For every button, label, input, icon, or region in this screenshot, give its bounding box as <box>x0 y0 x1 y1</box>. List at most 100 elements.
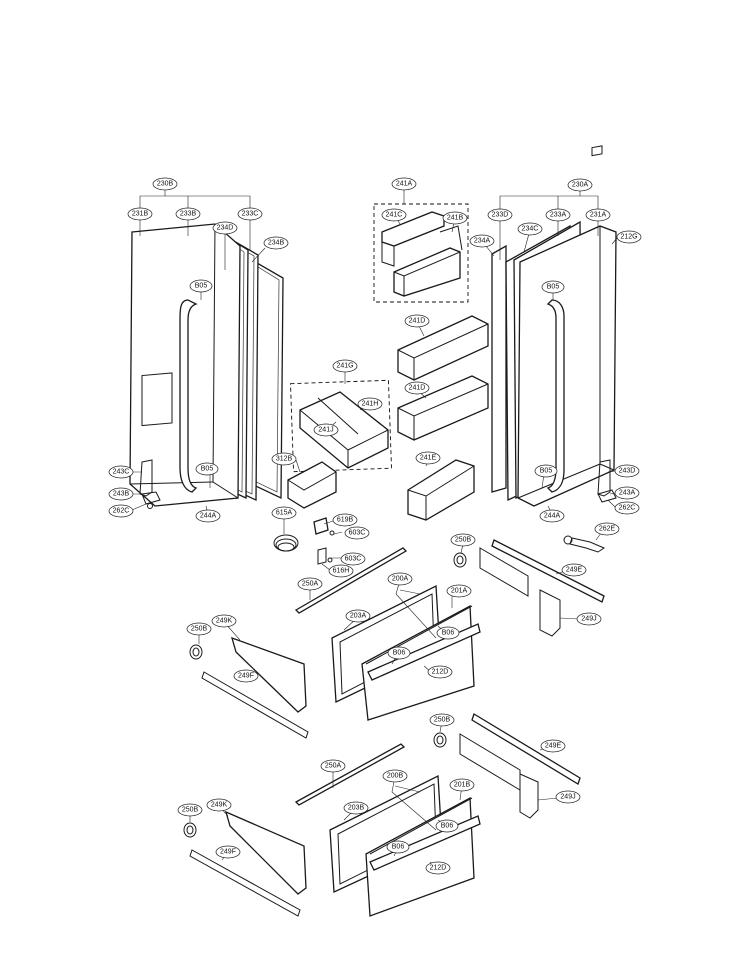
label-249E-upper: 249E <box>561 563 587 577</box>
label-244A-right: 244A <box>539 509 565 523</box>
label-212G: 212G <box>616 230 642 244</box>
svg-text:B06: B06 <box>392 844 405 851</box>
label-249F-lower: 249F <box>215 845 241 859</box>
label-249J-upper: 249J <box>576 612 602 626</box>
svg-text:241H: 241H <box>362 401 379 408</box>
tube-coil-615A <box>273 534 299 552</box>
label-B06-lower-a: B06 <box>435 819 459 833</box>
label-244A-left: 244A <box>195 509 221 523</box>
left-door-assembly <box>129 223 284 509</box>
svg-text:249J: 249J <box>560 794 575 801</box>
right-hinge-bracket <box>597 459 611 497</box>
valve-619B <box>313 517 329 535</box>
label-231A: 231A <box>585 208 611 222</box>
label-243B: 243B <box>108 487 134 501</box>
svg-text:262C: 262C <box>619 505 636 512</box>
svg-text:616H: 616H <box>333 568 350 575</box>
wrench-262E <box>569 537 606 553</box>
door-bin-241D-upper <box>397 315 489 381</box>
label-312B: 312B <box>271 452 297 466</box>
svg-text:B06: B06 <box>393 650 406 657</box>
rail-249E-lower <box>471 713 581 785</box>
svg-text:250A: 250A <box>325 763 342 770</box>
rail-249K-upper <box>231 636 307 713</box>
label-212D-lower: 212D <box>425 861 451 875</box>
label-233B: 233B <box>175 207 201 221</box>
label-250A-upper: 250A <box>297 577 323 591</box>
label-241B: 241B <box>442 211 468 225</box>
svg-text:243B: 243B <box>113 491 130 498</box>
svg-text:231A: 231A <box>590 212 607 219</box>
label-200B: 200B <box>382 769 408 783</box>
label-262C-left: 262C <box>108 504 134 518</box>
label-250B-lower-right: 250B <box>429 713 455 727</box>
svg-text:249K: 249K <box>216 618 233 625</box>
svg-text:250B: 250B <box>182 807 199 814</box>
label-B06-upper-b: B06 <box>387 646 411 660</box>
svg-text:249K: 249K <box>211 802 228 809</box>
svg-text:312B: 312B <box>276 456 293 463</box>
svg-text:243A: 243A <box>619 490 636 497</box>
label-241H: 241H <box>357 397 383 411</box>
svg-text:B05: B05 <box>195 283 208 290</box>
svg-text:262E: 262E <box>599 526 616 533</box>
label-B05-left-bottom: B05 <box>195 462 219 476</box>
svg-text:241A: 241A <box>396 181 413 188</box>
svg-text:250B: 250B <box>434 717 451 724</box>
label-241D-upper: 241D <box>404 314 430 328</box>
right-door-assembly <box>491 145 617 553</box>
svg-text:203B: 203B <box>348 805 365 812</box>
svg-text:241B: 241B <box>447 215 464 222</box>
label-243A: 243A <box>614 486 640 500</box>
label-243D: 243D <box>614 464 640 478</box>
svg-text:241C: 241C <box>386 212 403 219</box>
label-241J: 241J <box>313 423 339 437</box>
label-249J-lower: 249J <box>555 790 581 804</box>
svg-text:234C: 234C <box>522 226 539 233</box>
label-B05-right-top: B05 <box>541 280 565 294</box>
label-250A-lower: 250A <box>320 759 346 773</box>
svg-text:603C: 603C <box>345 556 362 563</box>
label-243C: 243C <box>108 465 134 479</box>
label-249K-upper: 249K <box>211 614 237 628</box>
label-231B: 231B <box>127 207 153 221</box>
right-door-handle <box>546 299 565 493</box>
svg-text:244A: 244A <box>544 513 561 520</box>
svg-text:233C: 233C <box>242 211 259 218</box>
label-203A: 203A <box>345 609 371 623</box>
upper-drawer-assembly <box>189 539 605 739</box>
label-249F-upper: 249F <box>233 669 259 683</box>
svg-text:201B: 201B <box>454 782 471 789</box>
label-241D-lower: 241D <box>404 381 430 395</box>
svg-text:262C: 262C <box>113 508 130 515</box>
svg-text:249J: 249J <box>581 616 596 623</box>
svg-text:615A: 615A <box>276 510 293 517</box>
svg-text:249E: 249E <box>566 567 583 574</box>
gasket-250A-upper <box>294 547 408 614</box>
svg-text:603C: 603C <box>349 530 366 537</box>
label-262E: 262E <box>594 522 620 536</box>
svg-text:234B: 234B <box>268 240 285 247</box>
label-B06-upper-a: B06 <box>436 626 460 640</box>
svg-text:200B: 200B <box>387 773 404 780</box>
svg-text:243D: 243D <box>619 468 636 475</box>
label-619B: 619B <box>332 513 358 527</box>
label-233A: 233A <box>545 208 571 222</box>
rail-249K-lower <box>224 810 307 895</box>
roller-250B-lower-right <box>433 732 447 748</box>
roller-250B-lower-left <box>183 822 197 838</box>
svg-text:233B: 233B <box>180 211 197 218</box>
svg-text:212D: 212D <box>432 669 449 676</box>
label-249E-lower: 249E <box>540 739 566 753</box>
svg-text:250B: 250B <box>191 626 208 633</box>
lower-drawer-assembly <box>183 713 581 917</box>
label-234D: 234D <box>212 221 238 235</box>
label-201A: 201A <box>446 584 472 598</box>
label-616H: 616H <box>328 564 354 578</box>
gasket-250A-lower <box>294 743 406 806</box>
svg-text:250A: 250A <box>302 581 319 588</box>
label-241C: 241C <box>381 208 407 222</box>
label-234B: 234B <box>263 236 289 250</box>
svg-text:250B: 250B <box>455 537 472 544</box>
